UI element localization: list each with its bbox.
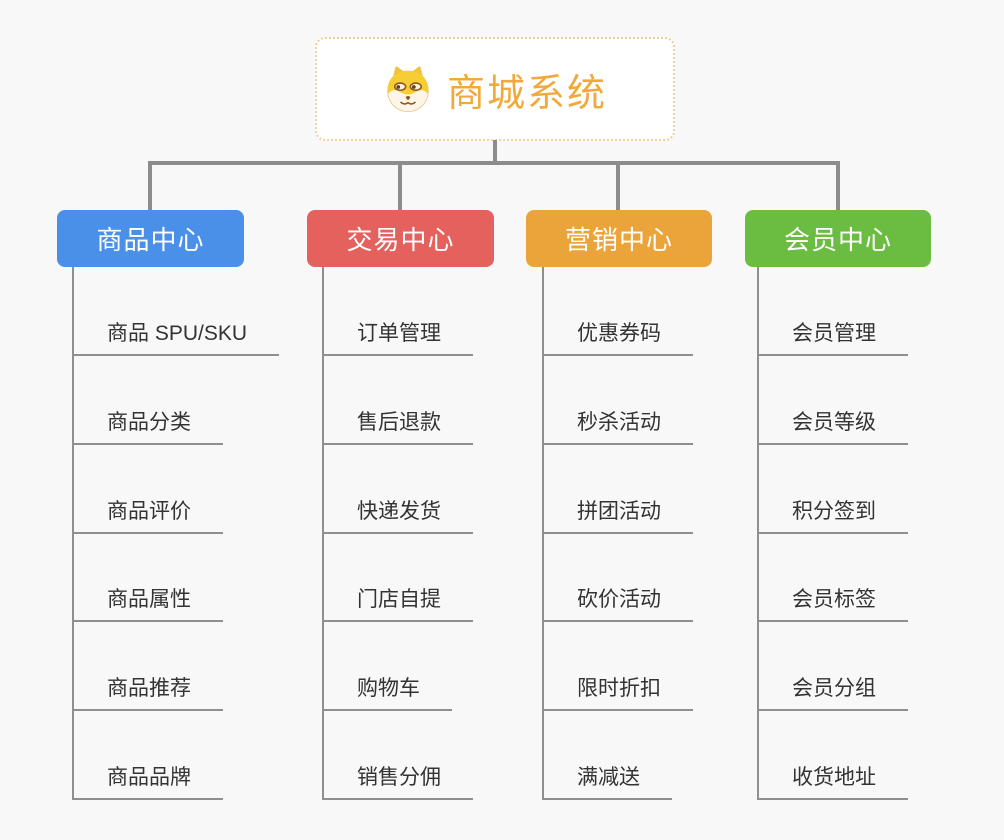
leaf-node[interactable]: 收货地址 (759, 761, 908, 800)
leaf-node[interactable]: 订单管理 (324, 317, 473, 356)
connector-drop-product (148, 163, 152, 210)
leaf-list-trade-center: 订单管理 售后退款 快递发货 门店自提 购物车 销售分佣 (322, 267, 473, 800)
branch-node-trade-center[interactable]: 交易中心 (307, 210, 494, 267)
leaf-node[interactable]: 商品品牌 (74, 761, 223, 800)
doge-icon (387, 66, 429, 113)
leaf-node[interactable]: 商品分类 (74, 406, 223, 445)
leaf-list-marketing-center: 优惠券码 秒杀活动 拼团活动 砍价活动 限时折扣 满减送 (542, 267, 693, 800)
leaf-node[interactable]: 满减送 (544, 761, 672, 800)
leaf-node[interactable]: 商品 SPU/SKU (74, 317, 280, 356)
leaf-list-product-center: 商品 SPU/SKU 商品分类 商品评价 商品属性 商品推荐 商品品牌 (72, 267, 280, 800)
leaf-node[interactable]: 限时折扣 (544, 672, 693, 712)
branch-node-member-center[interactable]: 会员中心 (745, 210, 931, 267)
connector-drop-member (836, 163, 840, 210)
branch-node-marketing-center[interactable]: 营销中心 (526, 210, 712, 267)
leaf-node[interactable]: 商品推荐 (74, 672, 223, 712)
leaf-node[interactable]: 购物车 (324, 672, 452, 712)
connector-drop-marketing (616, 163, 620, 210)
connector-horizontal-bar (148, 161, 840, 165)
branch-node-product-center[interactable]: 商品中心 (57, 210, 244, 267)
leaf-node[interactable]: 拼团活动 (544, 495, 693, 534)
leaf-node[interactable]: 销售分佣 (324, 761, 473, 800)
connector-stem (493, 140, 497, 164)
leaf-node[interactable]: 售后退款 (324, 406, 473, 445)
connector-drop-trade (398, 163, 402, 210)
leaf-node[interactable]: 商品属性 (74, 583, 223, 623)
leaf-node[interactable]: 会员等级 (759, 406, 908, 445)
leaf-node[interactable]: 砍价活动 (544, 583, 693, 623)
root-title: 商城系统 (446, 72, 607, 115)
leaf-node[interactable]: 门店自提 (324, 583, 473, 623)
leaf-list-member-center: 会员管理 会员等级 积分签到 会员标签 会员分组 收货地址 (757, 267, 908, 800)
leaf-node[interactable]: 会员分组 (759, 672, 908, 712)
leaf-node[interactable]: 优惠券码 (544, 317, 693, 356)
leaf-node[interactable]: 商品评价 (74, 495, 223, 534)
leaf-node[interactable]: 秒杀活动 (544, 406, 693, 445)
leaf-node[interactable]: 会员管理 (759, 317, 908, 356)
leaf-node[interactable]: 会员标签 (759, 583, 908, 623)
leaf-node[interactable]: 快递发货 (324, 495, 473, 534)
root-node-mall-system[interactable]: 商城系统 (315, 37, 675, 141)
leaf-node[interactable]: 积分签到 (759, 495, 908, 534)
